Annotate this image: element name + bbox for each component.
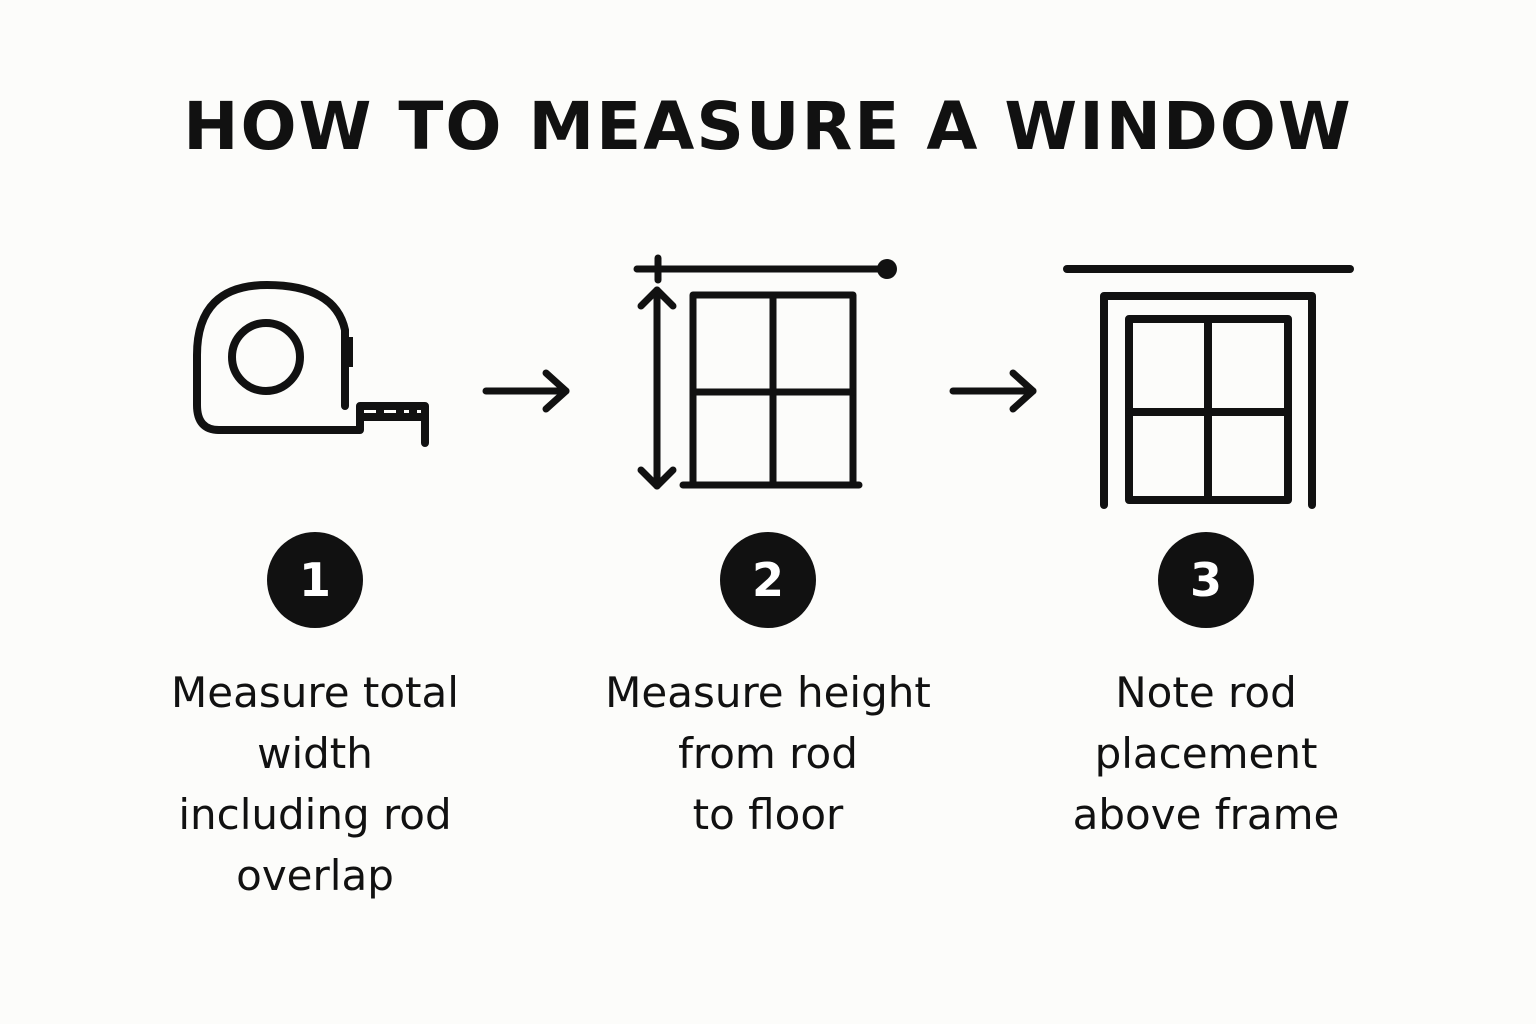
caption-line: placement — [1094, 729, 1318, 778]
caption-line: Measure total — [171, 668, 459, 717]
caption-line: width — [257, 729, 373, 778]
caption-line: Note rod — [1115, 668, 1297, 717]
caption-line: from rod — [678, 729, 858, 778]
caption-line: overlap — [236, 851, 394, 900]
step-caption: Measure total width including rod overla… — [115, 662, 515, 906]
caption-line: including rod — [178, 790, 452, 839]
step-number-badge: 1 — [267, 532, 363, 628]
caption-line: to floor — [692, 790, 844, 839]
window-height-icon — [625, 250, 910, 500]
page-title: HOW TO MEASURE A WINDOW — [183, 88, 1353, 165]
window-rod-placement-icon — [1060, 260, 1360, 515]
step-caption: Measure height from rod to floor — [568, 662, 968, 845]
caption-line: Measure height — [605, 668, 931, 717]
step-caption: Note rod placement above frame — [1006, 662, 1406, 845]
arrow-right-icon — [947, 368, 1042, 414]
step-number-badge: 2 — [720, 532, 816, 628]
step-number-badge: 3 — [1158, 532, 1254, 628]
arrow-right-icon — [480, 368, 575, 414]
caption-line: above frame — [1072, 790, 1340, 839]
tape-measure-icon — [185, 275, 435, 455]
